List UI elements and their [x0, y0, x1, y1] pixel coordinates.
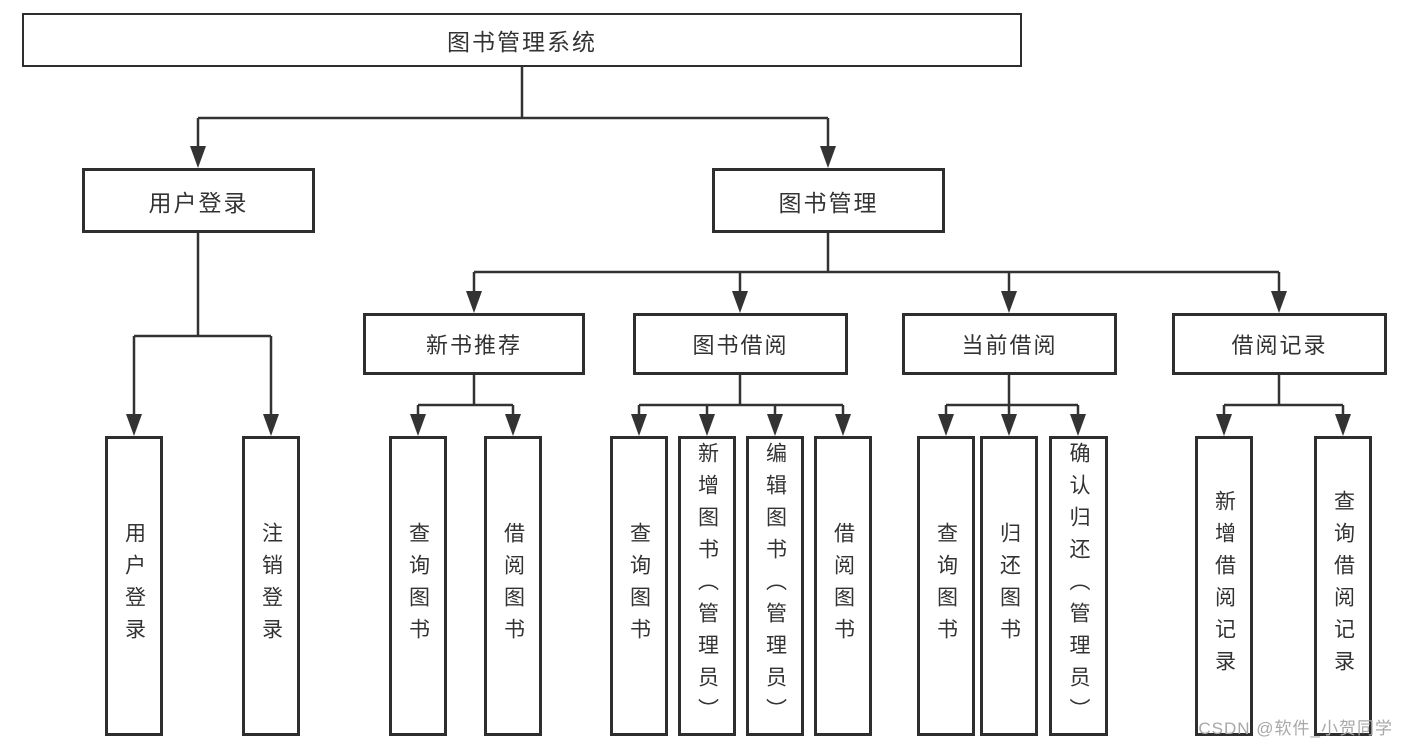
node-label: 查询图书: [934, 522, 958, 650]
node-book-borrow: 图书借阅: [633, 313, 848, 375]
node-leaf-query-borrow-record: 查询借阅记录: [1314, 436, 1372, 736]
node-leaf-return-book: 归还图书: [980, 436, 1038, 736]
node-leaf-add-book-admin: 新增图书（管理员）: [678, 436, 736, 736]
node-leaf-query-book-borrow: 查询图书: [610, 436, 668, 736]
node-label: 注销登录: [259, 522, 283, 650]
node-leaf-confirm-return-admin: 确认归还（管理员）: [1049, 436, 1108, 736]
node-label: 图书管理: [778, 189, 879, 216]
node-leaf-query-book-recommend: 查询图书: [389, 436, 447, 736]
node-label: 归还图书: [997, 522, 1021, 650]
node-label: 图书借阅: [692, 333, 789, 358]
node-borrow-records: 借阅记录: [1172, 313, 1387, 375]
node-label: 图书管理系统: [447, 29, 597, 55]
node-leaf-query-book-current: 查询图书: [917, 436, 975, 736]
node-label: 借阅图书: [831, 522, 855, 650]
node-book-management: 图书管理: [712, 168, 945, 233]
node-label: 新书推荐: [425, 333, 522, 358]
node-label: 新增图书（管理员）: [695, 442, 719, 730]
node-library-management-system: 图书管理系统: [22, 13, 1022, 67]
node-leaf-logout: 注销登录: [242, 436, 300, 736]
node-leaf-user-login: 用户登录: [105, 436, 163, 736]
csdn-watermark: CSDN @软件_小贺同学: [1198, 719, 1393, 738]
node-label: 查询借阅记录: [1331, 490, 1355, 682]
node-label: 查询图书: [406, 522, 430, 650]
node-user-login: 用户登录: [82, 168, 315, 233]
node-leaf-borrow-book-recommend: 借阅图书: [484, 436, 542, 736]
node-label: 查询图书: [627, 522, 651, 650]
node-label: 用户登录: [148, 189, 249, 216]
node-label: 编辑图书（管理员）: [763, 442, 787, 730]
node-label: 当前借阅: [961, 333, 1058, 358]
node-label: 新增借阅记录: [1212, 490, 1236, 682]
node-label: 借阅记录: [1231, 333, 1328, 358]
node-label: 借阅图书: [501, 522, 525, 650]
node-label: 确认归还（管理员）: [1067, 442, 1090, 730]
node-leaf-add-borrow-record: 新增借阅记录: [1195, 436, 1253, 736]
node-leaf-borrow-book: 借阅图书: [814, 436, 872, 736]
node-new-book-recommend: 新书推荐: [363, 313, 585, 375]
node-leaf-edit-book-admin: 编辑图书（管理员）: [746, 436, 804, 736]
node-current-borrow: 当前借阅: [902, 313, 1117, 375]
node-label: 用户登录: [122, 522, 146, 650]
